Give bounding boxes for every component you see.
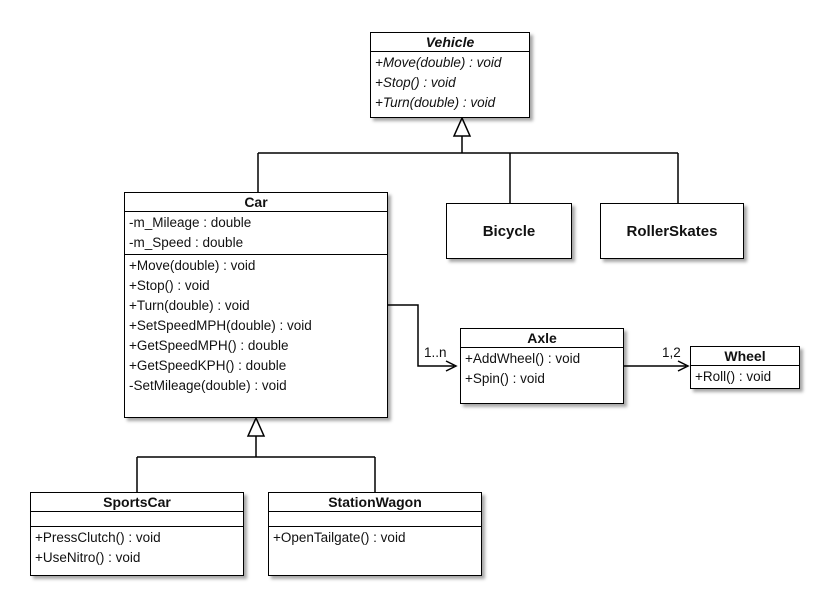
class-wheel: Wheel +Roll() : void	[690, 346, 800, 389]
class-name: Vehicle	[371, 33, 529, 52]
attribute: -m_Mileage : double	[129, 215, 252, 230]
methods-compartment: +OpenTailgate() : void	[269, 527, 481, 549]
method: +UseNitro() : void	[35, 550, 141, 565]
methods-compartment: +AddWheel() : void +Spin() : void	[461, 348, 623, 390]
method: +Turn(double) : void	[129, 298, 250, 313]
class-stationwagon: StationWagon +OpenTailgate() : void	[268, 492, 482, 576]
class-name: Bicycle	[482, 222, 536, 240]
method: +Roll() : void	[695, 369, 772, 384]
methods-compartment: +PressClutch() : void +UseNitro() : void	[31, 527, 243, 569]
car-inheritance-arrow	[246, 416, 266, 437]
method: +Move(double) : void	[375, 55, 502, 70]
attributes-compartment	[269, 512, 481, 527]
method: +Turn(double) : void	[375, 95, 496, 110]
class-name: Car	[125, 193, 387, 212]
class-sportscar: SportsCar +PressClutch() : void +UseNitr…	[30, 492, 244, 576]
methods-compartment: +Roll() : void	[691, 366, 799, 388]
method: +AddWheel() : void	[465, 351, 581, 366]
method: +GetSpeedKPH() : double	[129, 358, 287, 373]
method: -SetMileage(double) : void	[129, 378, 287, 393]
methods-compartment: +Move(double) : void +Stop() : void +Tur…	[125, 255, 387, 397]
method: +Stop() : void	[129, 278, 210, 293]
method: +Move(double) : void	[129, 258, 256, 273]
class-name: Axle	[461, 329, 623, 348]
class-name: Wheel	[691, 347, 799, 366]
methods-compartment: +Move(double) : void +Stop() : void +Tur…	[371, 52, 529, 114]
car-axle-multiplicity: 1..n	[424, 345, 447, 360]
class-name: StationWagon	[269, 493, 481, 512]
method: +OpenTailgate() : void	[273, 530, 406, 545]
class-name: SportsCar	[31, 493, 243, 512]
method: +Stop() : void	[375, 75, 456, 90]
attributes-compartment	[31, 512, 243, 527]
attributes-compartment: -m_Mileage : double -m_Speed : double	[125, 212, 387, 255]
car-axle-association	[388, 304, 454, 367]
vehicle-inheritance-arrow	[452, 116, 472, 137]
method: +GetSpeedMPH() : double	[129, 338, 289, 353]
class-car: Car -m_Mileage : double -m_Speed : doubl…	[124, 192, 388, 418]
class-axle: Axle +AddWheel() : void +Spin() : void	[460, 328, 624, 404]
class-rollerskates: RollerSkates	[600, 203, 744, 259]
method: +SetSpeedMPH(double) : void	[129, 318, 312, 333]
method: +PressClutch() : void	[35, 530, 161, 545]
method: +Spin() : void	[465, 371, 545, 386]
axle-wheel-multiplicity: 1,2	[662, 345, 681, 360]
class-name: RollerSkates	[626, 222, 718, 240]
attribute: -m_Speed : double	[129, 235, 244, 250]
class-bicycle: Bicycle	[446, 203, 572, 259]
class-vehicle: Vehicle +Move(double) : void +Stop() : v…	[370, 32, 530, 118]
